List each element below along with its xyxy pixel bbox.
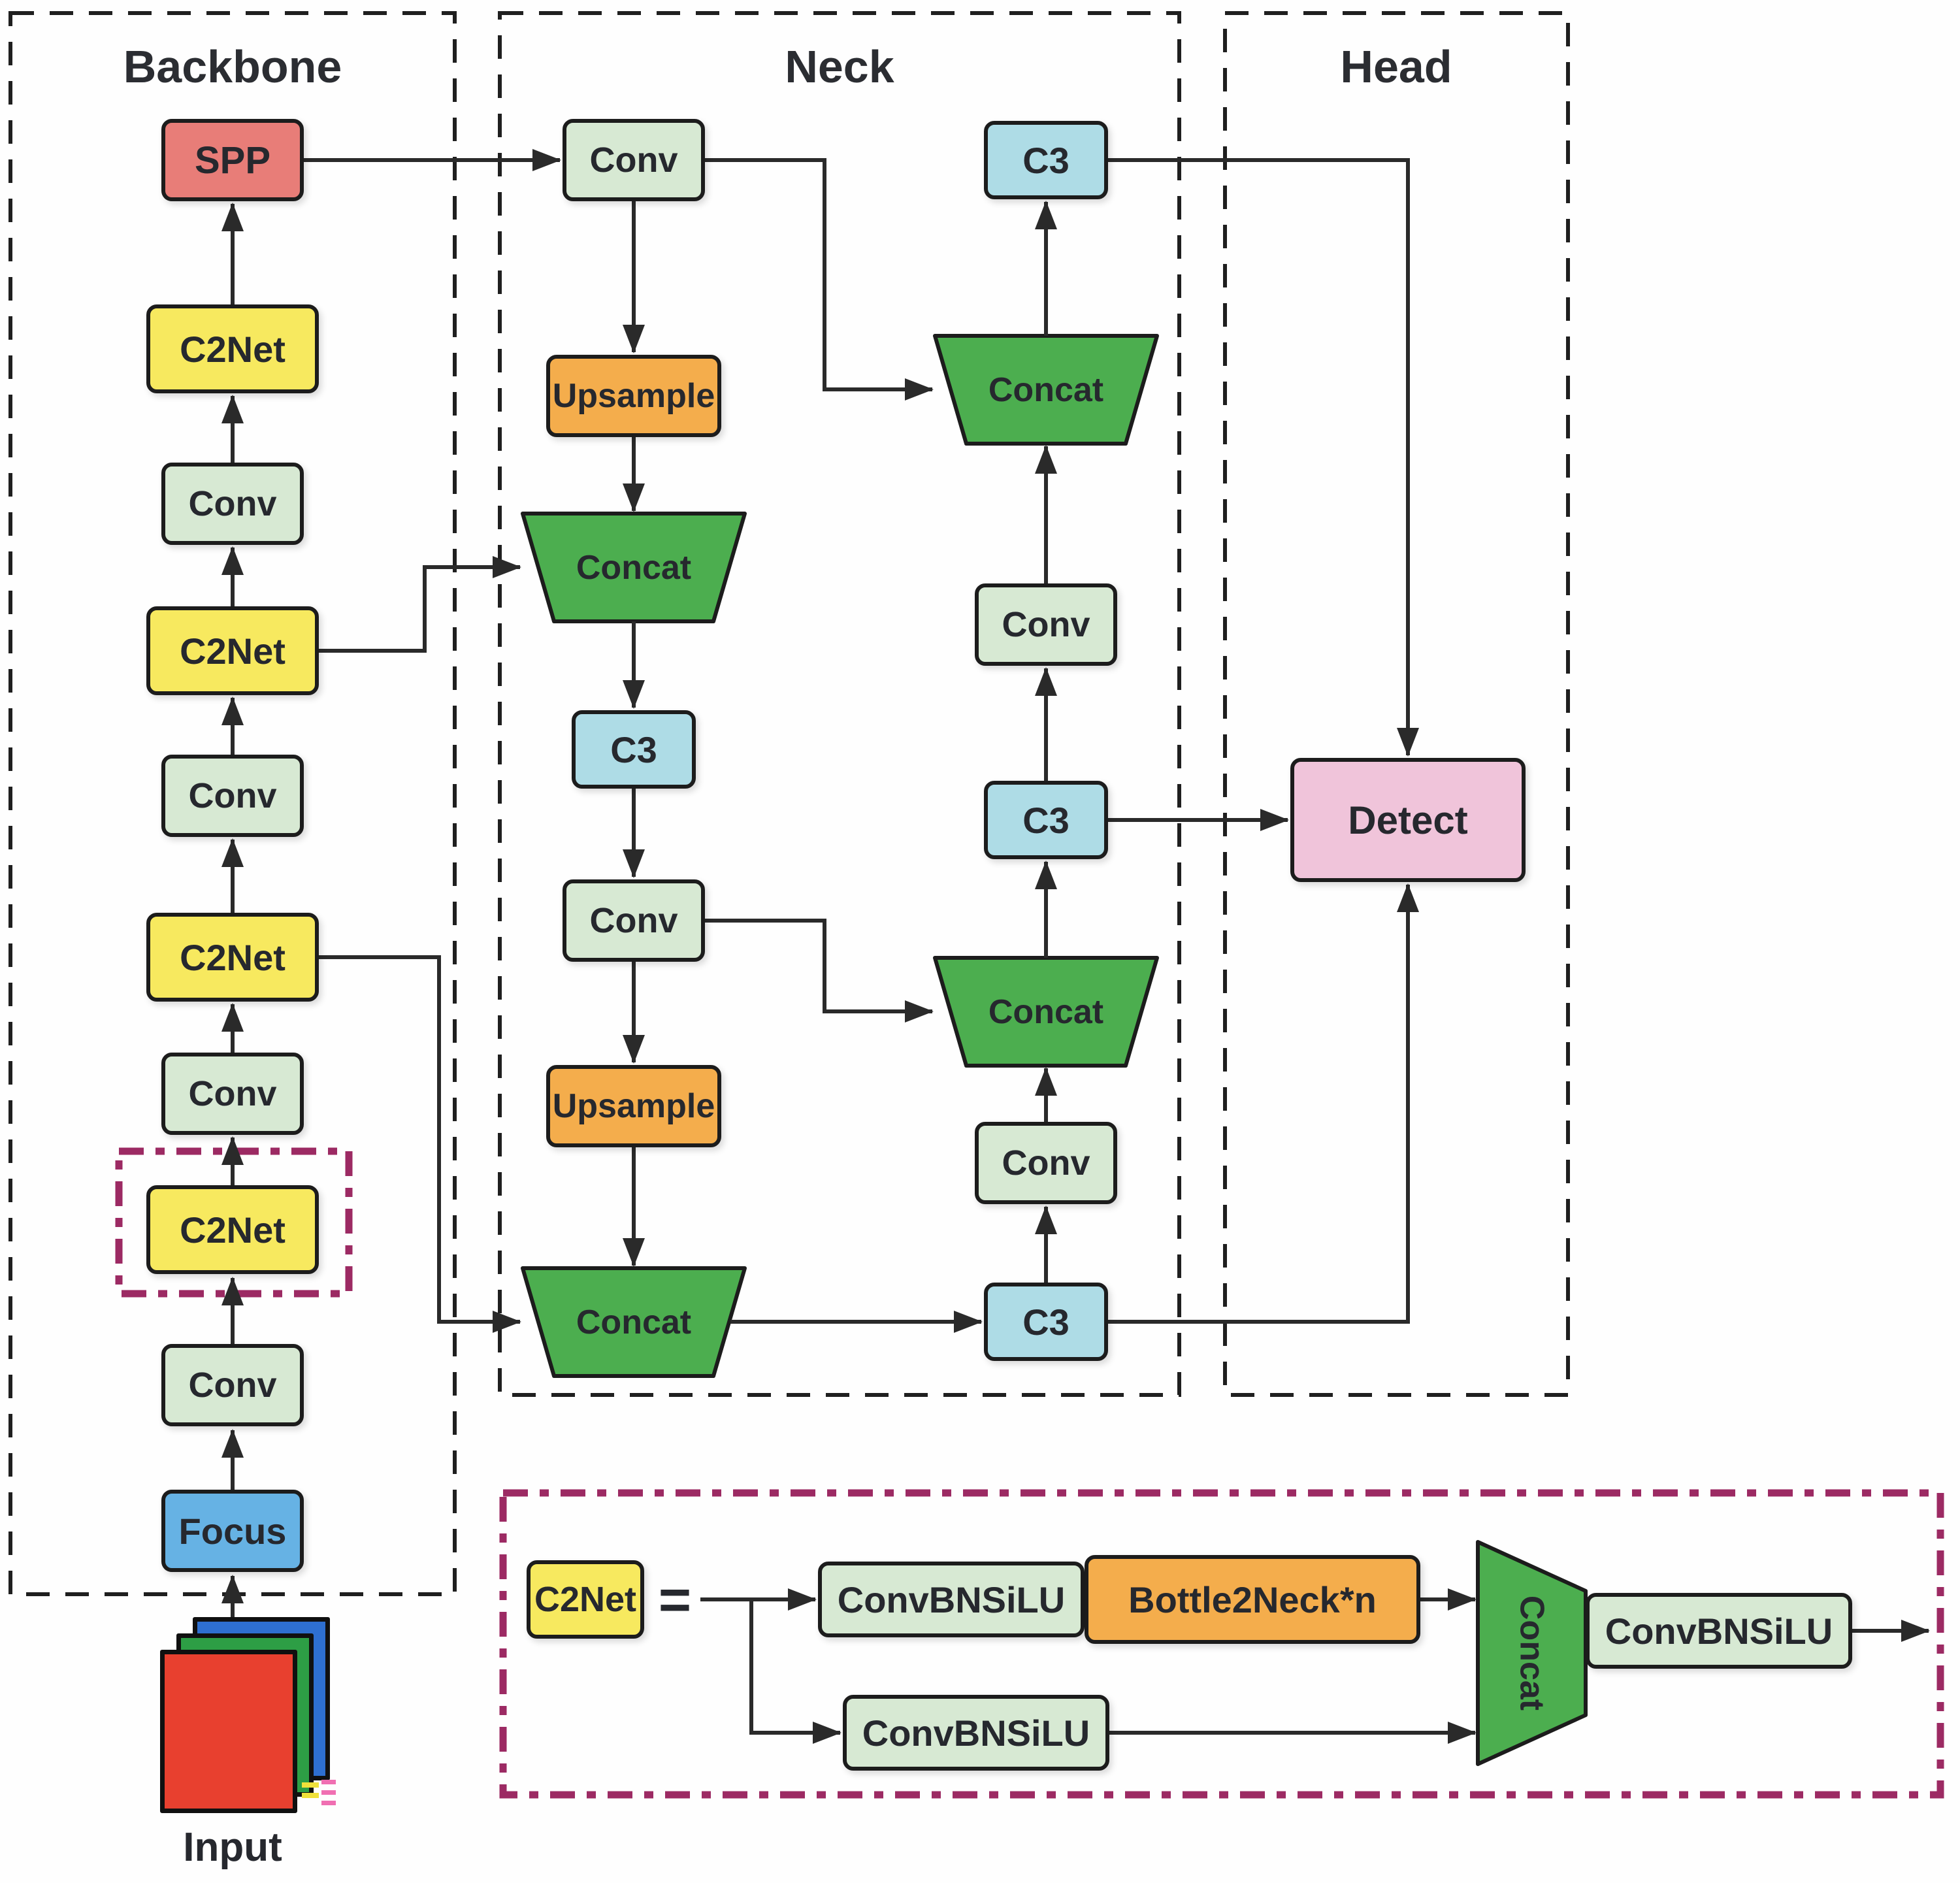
c2net-definition-block: C2Net: [527, 1560, 644, 1639]
c2net-block: C2Net: [146, 913, 319, 1002]
input-image-red: [160, 1650, 297, 1813]
connector-conv-to-concat: [705, 919, 934, 1023]
conv-block: Conv: [975, 1122, 1117, 1204]
convbnsilu-block: ConvBNSiLU: [818, 1562, 1085, 1637]
c3-block: C3: [572, 710, 696, 789]
routed-connectors: [304, 149, 1419, 1333]
connector-conv-to-concat: [705, 158, 934, 401]
bottle2neck-block: Bottle2Neck*n: [1085, 1555, 1420, 1644]
conv-block: Conv: [161, 463, 304, 545]
input-label: Input: [183, 1825, 282, 1870]
conv-block: Conv: [563, 119, 705, 201]
upsample-block: Upsample: [546, 355, 721, 437]
neck-frame: [498, 11, 1181, 1397]
convbnsilu-block: ConvBNSiLU: [1586, 1593, 1852, 1669]
c3-block: C3: [984, 1283, 1108, 1361]
conv-block: Conv: [161, 755, 304, 837]
concat-shape: [933, 334, 1159, 446]
color-mark: [321, 1801, 336, 1805]
c2net-block: C2Net: [146, 304, 319, 393]
conv-block: Conv: [563, 879, 705, 962]
concat-shape: [933, 956, 1159, 1068]
detect-block: Detect: [1290, 758, 1526, 882]
convbnsilu-block: ConvBNSiLU: [843, 1695, 1109, 1771]
head-title: Head: [1340, 41, 1452, 92]
concat-shape: [521, 512, 747, 623]
conv-block: Conv: [161, 1344, 304, 1426]
color-mark: [302, 1793, 319, 1798]
definition-connectors: [700, 1588, 1930, 1744]
backbone-title: Backbone: [123, 41, 342, 92]
conv-block: Conv: [975, 583, 1117, 666]
connector-c2net-to-concat: [319, 955, 521, 1333]
concat-trapezoids: [521, 334, 1588, 1766]
upsample-block: Upsample: [546, 1065, 721, 1147]
conv-block: Conv: [161, 1053, 304, 1135]
concat-shape: [521, 1266, 747, 1378]
head-frame: [1223, 11, 1570, 1397]
spp-block: SPP: [161, 119, 304, 201]
c2net-definition-frame: [499, 1489, 1944, 1799]
equals-sign: =: [658, 1568, 692, 1631]
connector-c3-to-detect-top: [1108, 158, 1419, 757]
connector-c2net-to-concat: [319, 556, 521, 653]
focus-block: Focus: [161, 1490, 304, 1572]
c3-block: C3: [984, 121, 1108, 199]
connector-split-to-convbnsilu: [749, 1599, 841, 1744]
c2net-highlighted-block: C2Net: [146, 1185, 319, 1274]
color-mark: [321, 1790, 336, 1795]
color-mark: [321, 1780, 336, 1784]
c2net-block: C2Net: [146, 606, 319, 695]
color-mark: [302, 1782, 319, 1788]
c3-block: C3: [984, 781, 1108, 859]
connector-c3-to-detect-bottom: [1108, 883, 1419, 1324]
neck-title: Neck: [785, 41, 894, 92]
concat-shape-vertical: [1476, 1540, 1588, 1766]
